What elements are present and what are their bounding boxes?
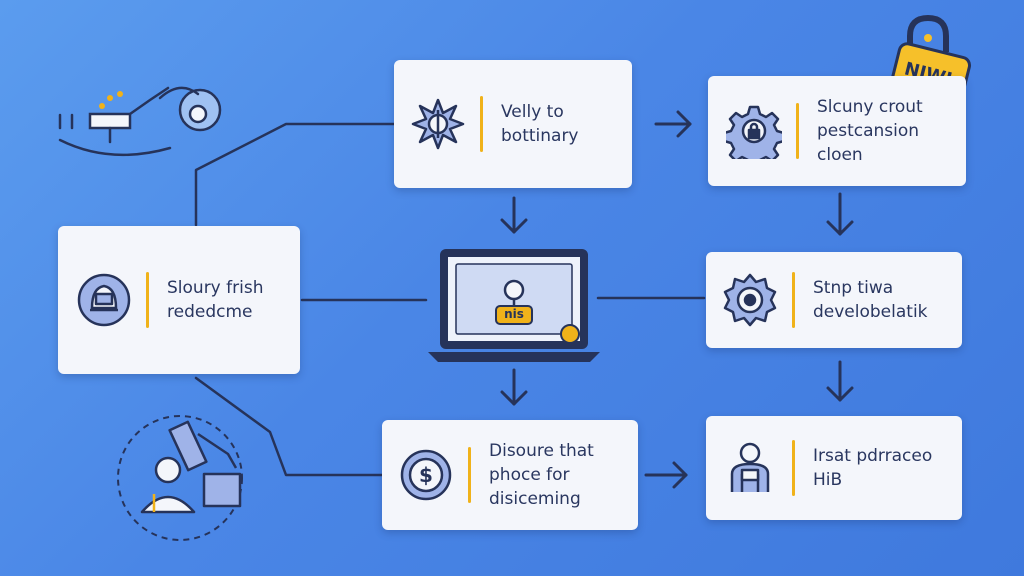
label-line: develobelatik [813,302,928,322]
compass-gear-icon [410,96,466,152]
accent-divider [792,272,795,328]
person-icon [722,440,778,496]
node-label: Velly to bottinary [501,100,579,148]
label-line: bottinary [501,126,579,146]
svg-text:$: $ [419,463,433,487]
worker-machine-illustration [117,415,243,541]
label-line: Irsat pdrraceo [813,446,933,466]
label-line: disiceming [489,489,581,509]
helmet-icon [76,272,132,328]
laptop-icon [428,249,600,362]
accent-divider [792,440,795,496]
laptop-screen-text: nis [504,307,524,321]
node-top-center[interactable]: Velly to bottinary [394,60,632,188]
node-middle-right[interactable]: Stnp tiwa develobelatik [706,252,962,348]
cog-icon [722,272,778,328]
label-line: rededcme [167,302,253,322]
laptop-node[interactable]: nis [428,246,600,368]
node-label: Disoure that phoce for disiceming [489,439,594,511]
accent-divider [146,272,149,328]
accent-divider [480,96,483,152]
dollar-coin-icon: $ [398,447,454,503]
label-line: Disoure that [489,441,594,461]
node-top-right[interactable]: Slcuny crout pestcansion cloen [708,76,966,186]
node-label: Irsat pdrraceo HiB [813,444,932,492]
label-line: Velly to [501,102,564,122]
node-label: Stnp tiwa develobelatik [813,276,928,324]
label-line: pestcansion [817,121,920,141]
label-line: Slcuny crout [817,97,923,117]
accent-divider [796,103,799,159]
accent-divider [468,447,471,503]
gear-lock-icon [726,103,782,159]
node-label: Slcuny crout pestcansion cloen [817,95,923,167]
node-label: Sloury frish rededcme [167,276,263,324]
arrow-right-top [654,110,692,138]
label-line: Sloury frish [167,278,264,298]
label-line: HiB [813,470,843,490]
robot-arm-illustration [58,86,222,157]
label-line: Stnp tiwa [813,278,894,298]
node-left[interactable]: Sloury frish rededcme [58,226,300,374]
label-line: phoce for [489,465,570,485]
label-line: cloen [817,145,863,165]
node-bottom-right[interactable]: Irsat pdrraceo HiB [706,416,962,520]
node-bottom-center[interactable]: $ Disoure that phoce for disiceming [382,420,638,530]
